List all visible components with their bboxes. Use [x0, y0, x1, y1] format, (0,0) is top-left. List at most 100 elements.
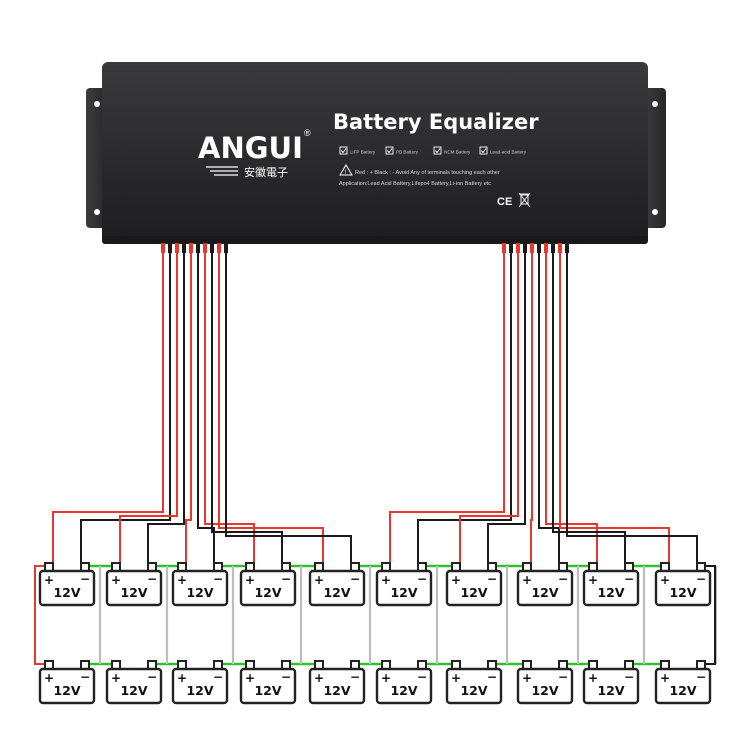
- plus-symbol: +: [111, 573, 121, 587]
- minus-symbol: −: [417, 572, 427, 586]
- black-terminal-pin: [210, 243, 214, 253]
- plus-symbol: +: [660, 573, 670, 587]
- minus-symbol: −: [696, 572, 706, 586]
- positive-sense-wire: [185, 244, 192, 567]
- checkbox-box: [479, 146, 488, 155]
- black-terminal-pin: [537, 243, 541, 253]
- plus-symbol: +: [177, 573, 187, 587]
- warning-line-1: Red : + Black : - Avoid Any of terminals…: [355, 170, 500, 176]
- main-positive-lead: [34, 565, 49, 665]
- battery-case: [582, 667, 640, 705]
- negative-sense-wire: [566, 244, 698, 567]
- negative-sense-wire: [211, 244, 283, 567]
- positive-sense-wire: [389, 244, 505, 567]
- battery-12v: +−12V: [308, 660, 366, 705]
- battery-12v: +−12V: [375, 562, 433, 607]
- negative-sense-wire: [147, 244, 185, 567]
- weee-bin-icon: [518, 192, 531, 208]
- equalizer-bottom-edge: [102, 236, 648, 244]
- battery-12v: +−12V: [38, 562, 96, 607]
- check-icon: [480, 148, 487, 154]
- plus-symbol: +: [381, 573, 391, 587]
- battery-12v: +−12V: [105, 660, 163, 705]
- voltage-label: 12V: [254, 683, 281, 698]
- voltage-label: 12V: [120, 585, 147, 600]
- plus-symbol: +: [314, 573, 324, 587]
- warning-icon: [339, 164, 353, 176]
- black-terminal-pin: [196, 243, 200, 253]
- voltage-label: 12V: [53, 585, 80, 600]
- voltage-label: 12V: [254, 585, 281, 600]
- ce-mark: CE: [497, 196, 512, 208]
- negative-sense-wire: [80, 244, 171, 567]
- plus-symbol: +: [245, 573, 255, 587]
- red-terminal-pin: [530, 243, 534, 253]
- voltage-label: 12V: [531, 585, 558, 600]
- red-terminal-pin: [189, 243, 193, 253]
- red-terminal-pin: [203, 243, 207, 253]
- positive-sense-wire: [52, 244, 164, 567]
- voltage-label: 12V: [390, 683, 417, 698]
- positive-sense-wire: [530, 244, 533, 567]
- plus-symbol: +: [381, 671, 391, 685]
- red-terminal-pin: [502, 243, 506, 253]
- minus-symbol: −: [558, 670, 568, 684]
- checkbox-label: Lead-acid Battery: [490, 150, 527, 155]
- plus-symbol: +: [588, 671, 598, 685]
- battery-type-checkbox: LiFP Battery: [339, 146, 376, 155]
- check-icon: [340, 148, 347, 154]
- battery-12v: +−12V: [239, 660, 297, 705]
- minus-symbol: −: [417, 670, 427, 684]
- positive-sense-wire: [459, 244, 519, 567]
- plus-symbol: +: [660, 671, 670, 685]
- battery-12v: + −12V: [375, 660, 433, 705]
- negative-sense-wire: [197, 244, 215, 567]
- minus-symbol: −: [80, 572, 90, 586]
- minus-symbol: −: [487, 572, 497, 586]
- minus-symbol: −: [487, 670, 497, 684]
- wire-harness: [52, 244, 698, 567]
- battery-case: [38, 569, 96, 607]
- plus-symbol: +: [588, 573, 598, 587]
- positive-sense-wire: [559, 244, 670, 567]
- voltage-label: 12V: [597, 585, 624, 600]
- left-mount-hole-top: [94, 101, 100, 107]
- battery-type-checkbox: PB Battery: [385, 146, 419, 155]
- black-terminal-pin: [509, 243, 513, 253]
- voltage-label: 12V: [531, 683, 558, 698]
- battery-12v: +−12V: [239, 562, 297, 607]
- minus-symbol: −: [558, 572, 568, 586]
- black-terminal-pin: [565, 243, 569, 253]
- battery-case: [445, 667, 503, 705]
- negative-sense-wire: [487, 244, 526, 567]
- black-terminal-pin: [523, 243, 527, 253]
- red-terminal-pin: [544, 243, 548, 253]
- plus-symbol: +: [451, 573, 461, 587]
- battery-case: [239, 569, 297, 607]
- negative-sense-wire: [225, 244, 352, 567]
- battery-12v: +−12V: [38, 660, 96, 705]
- minus-symbol: −: [624, 670, 634, 684]
- battery-case: [445, 569, 503, 607]
- negative-sense-wire: [538, 244, 560, 567]
- voltage-label: 12V: [120, 683, 147, 698]
- negative-sense-wire: [552, 244, 626, 567]
- voltage-label: 12V: [53, 683, 80, 698]
- battery-12v: +−12V: [105, 562, 163, 607]
- plus-symbol: +: [245, 671, 255, 685]
- positive-sense-wire: [204, 244, 255, 567]
- voltage-label: 12V: [597, 683, 624, 698]
- battery-12v: +−12V: [308, 562, 366, 607]
- voltage-label: 12V: [460, 585, 487, 600]
- minus-symbol: −: [147, 670, 157, 684]
- check-icon: [434, 148, 441, 154]
- voltage-label: 12V: [323, 683, 350, 698]
- plus-symbol: +: [44, 671, 54, 685]
- minus-symbol: −: [624, 572, 634, 586]
- plus-symbol: +: [314, 671, 324, 685]
- battery-bank: +−12V+−12V+−12V+−12V+−12V+−12V+−12V+−12V…: [38, 562, 712, 705]
- equalizer-body: [102, 62, 648, 244]
- main-negative-lead: [701, 565, 716, 665]
- battery-12v: +−12V: [654, 562, 712, 607]
